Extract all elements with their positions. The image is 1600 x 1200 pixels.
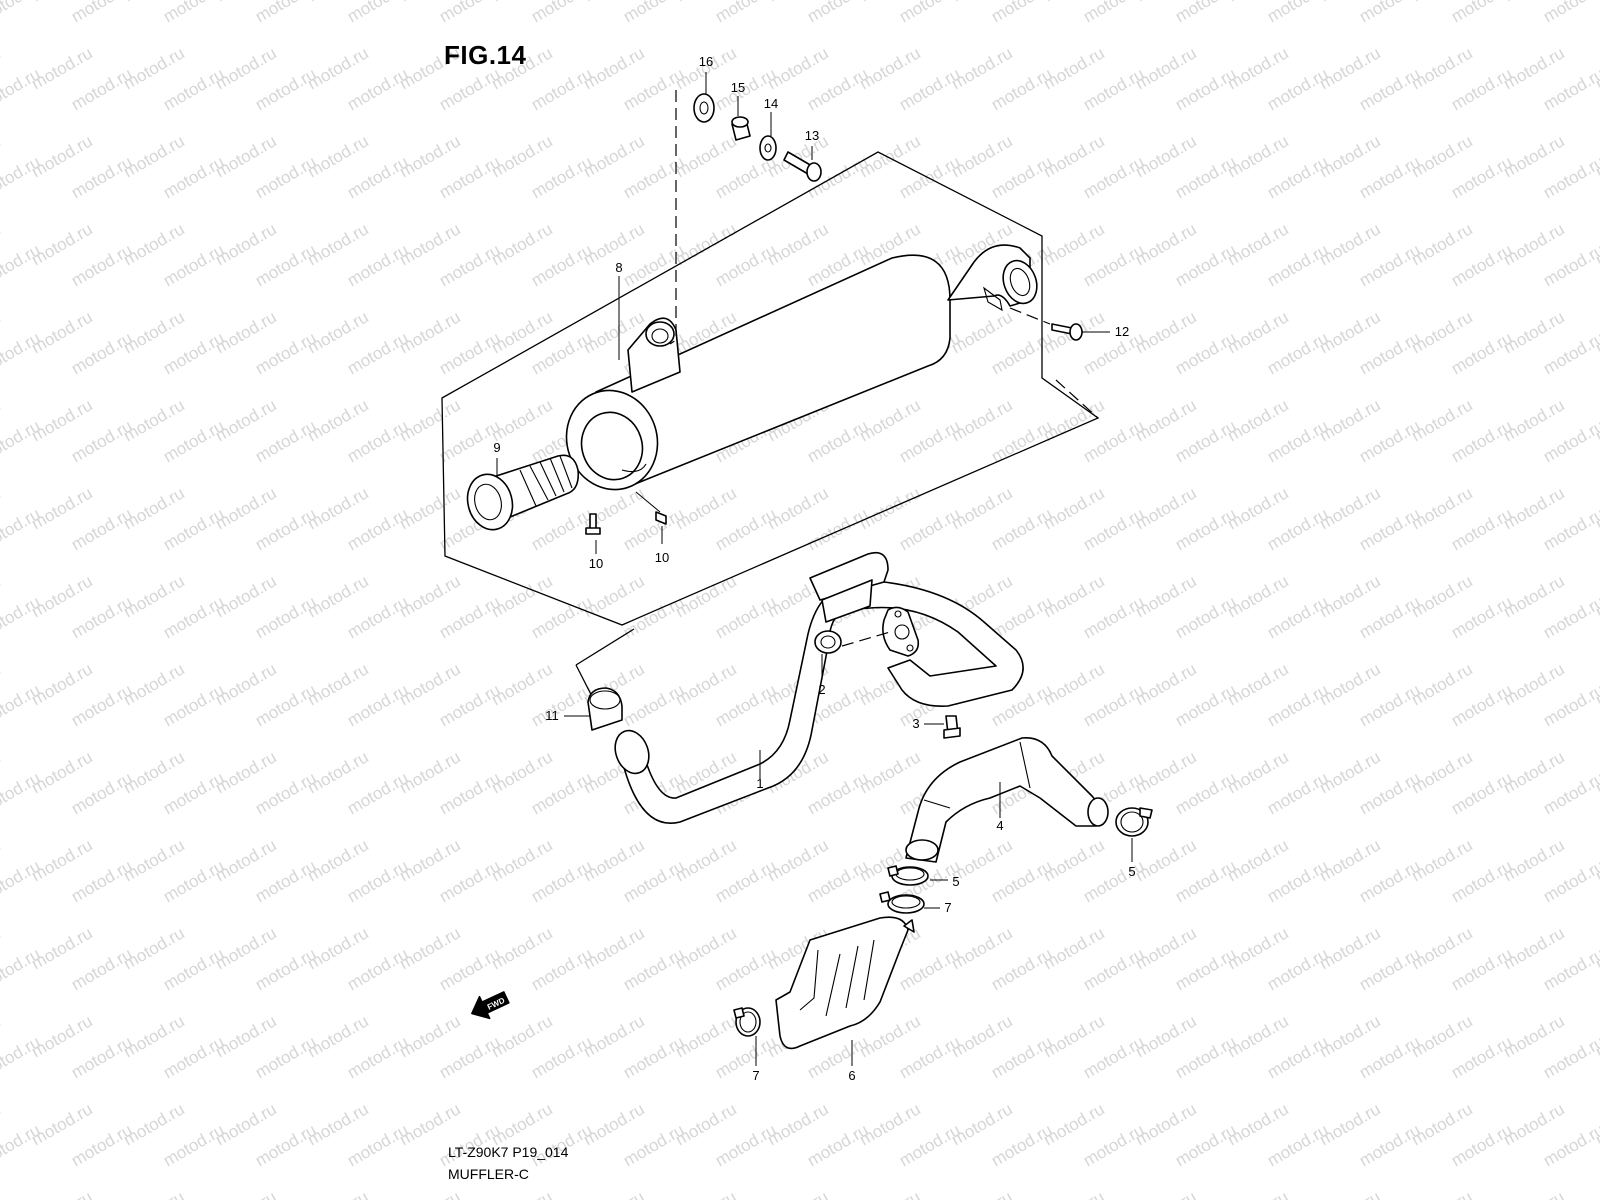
spark-arrester [466, 454, 580, 531]
callout-7-upper: 7 [944, 900, 951, 915]
cushion [693, 93, 715, 123]
callout-6: 6 [848, 1068, 855, 1083]
callout-labels: 1 2 3 4 5 5 6 7 7 8 9 10 10 11 12 13 14 … [493, 54, 1135, 1083]
muffler-joint [587, 687, 623, 731]
callout-13: 13 [805, 128, 819, 143]
hose-clamp-left [887, 865, 929, 886]
heat-protector [775, 916, 915, 1050]
protector-clamp-upper [879, 891, 925, 914]
callout-7-lower: 7 [752, 1068, 759, 1083]
callout-2: 2 [818, 682, 825, 697]
flange-bolt [943, 715, 961, 739]
callout-14: 14 [764, 96, 778, 111]
callout-5-left: 5 [952, 874, 959, 889]
spacer [731, 116, 751, 141]
mount-dash-line [669, 90, 677, 345]
callout-10-left: 10 [589, 556, 603, 571]
protector-clamp-lower [733, 1007, 761, 1037]
hose-clamp-right [1115, 807, 1153, 837]
leader-lines [496, 72, 1133, 1066]
exhaust-pipe [614, 551, 1024, 824]
figure-name: MUFFLER-C [448, 1166, 529, 1182]
callout-12: 12 [1115, 324, 1129, 339]
muffler-assembly-frame [441, 151, 1100, 626]
figure-title: FIG.14 [444, 40, 527, 70]
mounting-bolt [783, 151, 822, 182]
callout-1: 1 [756, 776, 763, 791]
callout-11: 11 [545, 708, 559, 723]
bolt [1051, 323, 1083, 341]
callout-10-right: 10 [655, 550, 669, 565]
exhaust-gasket [814, 630, 842, 654]
forward-arrow-icon: FWD [471, 991, 510, 1020]
screw-right [635, 491, 667, 525]
figure-code: LT-Z90K7 P19_014 [448, 1144, 569, 1160]
callout-3: 3 [912, 716, 919, 731]
callout-5-right: 5 [1128, 864, 1135, 879]
callout-4: 4 [996, 818, 1003, 833]
connector-pipe [905, 737, 1109, 863]
callout-8: 8 [615, 260, 622, 275]
assembly-dash-line [1055, 379, 1099, 419]
muffler [565, 244, 1038, 491]
gasket-dash-line [841, 631, 891, 647]
washer [759, 135, 777, 161]
bolt-dash-line [1009, 307, 1051, 325]
frame-extension [575, 628, 635, 666]
screw-left [585, 513, 601, 535]
callout-15: 15 [731, 80, 745, 95]
callout-9: 9 [493, 440, 500, 455]
callout-16: 16 [699, 54, 713, 69]
